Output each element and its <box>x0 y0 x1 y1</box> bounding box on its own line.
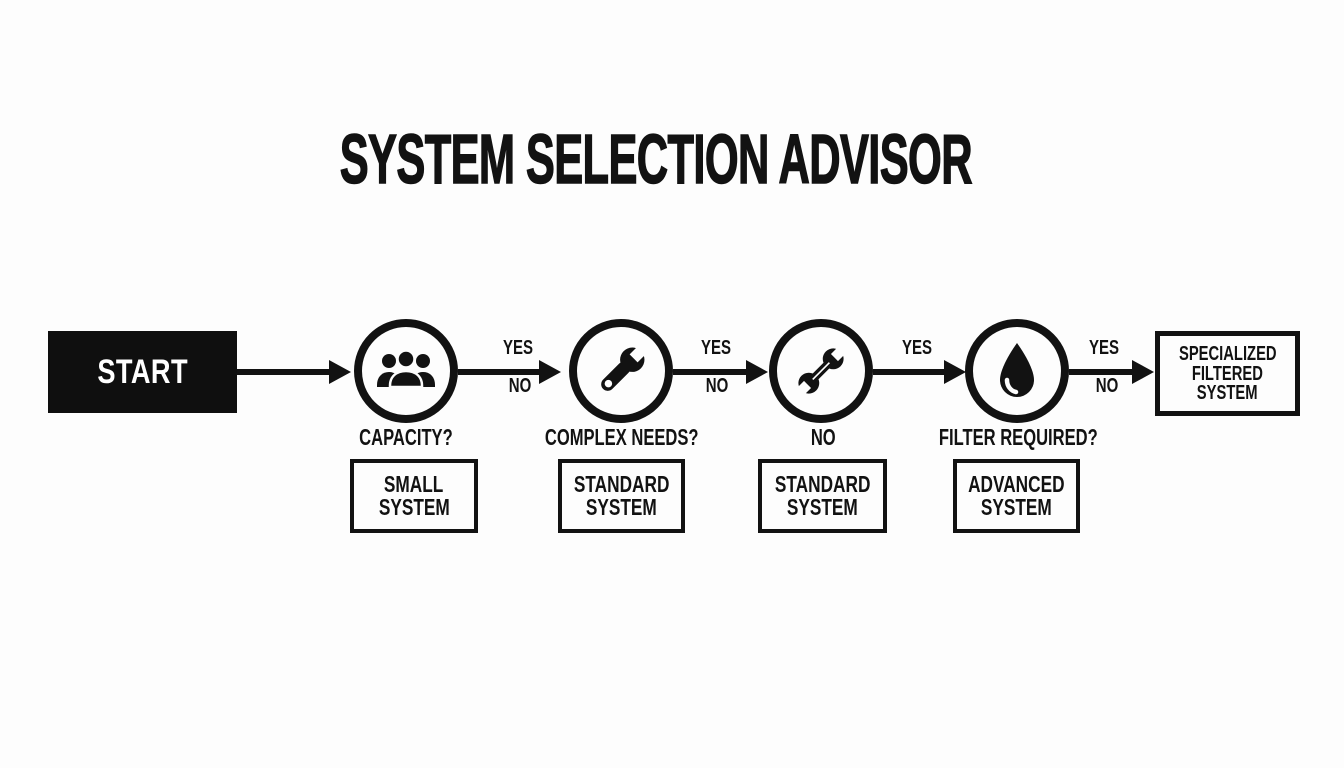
edge-no-label: NO <box>705 375 729 397</box>
double-wrench-icon <box>794 344 848 398</box>
flow-arrow-line <box>673 369 746 375</box>
flow-arrow-head <box>329 360 351 384</box>
decision-node-tools <box>769 319 873 423</box>
start-node: START <box>48 331 237 413</box>
edge-yes-label: YES <box>502 337 534 359</box>
flow-arrow-head <box>539 360 561 384</box>
edge-no-label: NO <box>508 375 532 397</box>
start-label: START <box>97 353 188 391</box>
outcome-box-small-system: SMALL SYSTEM <box>350 459 478 533</box>
flow-arrow-head <box>1132 360 1154 384</box>
decision-node-capacity <box>354 319 458 423</box>
flow-arrow-line <box>237 369 329 375</box>
outcome-box-standard-system-1: STANDARD SYSTEM <box>558 459 685 533</box>
flow-arrow-head <box>746 360 768 384</box>
page-title-text: SYSTEM SELECTION ADVISOR <box>339 120 973 198</box>
outcome-box-standard-system-2: STANDARD SYSTEM <box>758 459 887 533</box>
edge-yes-label: YES <box>700 337 732 359</box>
end-node-specialized-filtered-system: SPECIALIZED FILTERED SYSTEM <box>1155 331 1300 416</box>
decision-caption-complex-needs: COMPLEX NEEDS? <box>545 424 699 450</box>
page-title: SYSTEM SELECTION ADVISOR <box>0 120 1312 198</box>
decision-caption-capacity: CAPACITY? <box>359 424 453 450</box>
flow-arrow-line <box>458 369 539 375</box>
edge-yes-label: YES <box>901 337 933 359</box>
decision-caption-no: NO <box>810 424 836 450</box>
water-drop-icon <box>1000 343 1034 397</box>
decision-node-filter-required <box>965 319 1069 423</box>
decision-caption-filter-required: FILTER REQUIRED? <box>938 424 1098 450</box>
flow-arrow-line <box>1069 369 1132 375</box>
outcome-box-advanced-system: ADVANCED SYSTEM <box>953 459 1080 533</box>
users-group-icon <box>377 349 435 389</box>
flow-arrow-line <box>873 369 944 375</box>
flow-arrow-head <box>944 360 966 384</box>
decision-node-complex-needs <box>569 319 673 423</box>
wrench-icon <box>601 343 649 391</box>
edge-no-label: NO <box>1095 375 1119 397</box>
edge-yes-label: YES <box>1088 337 1120 359</box>
